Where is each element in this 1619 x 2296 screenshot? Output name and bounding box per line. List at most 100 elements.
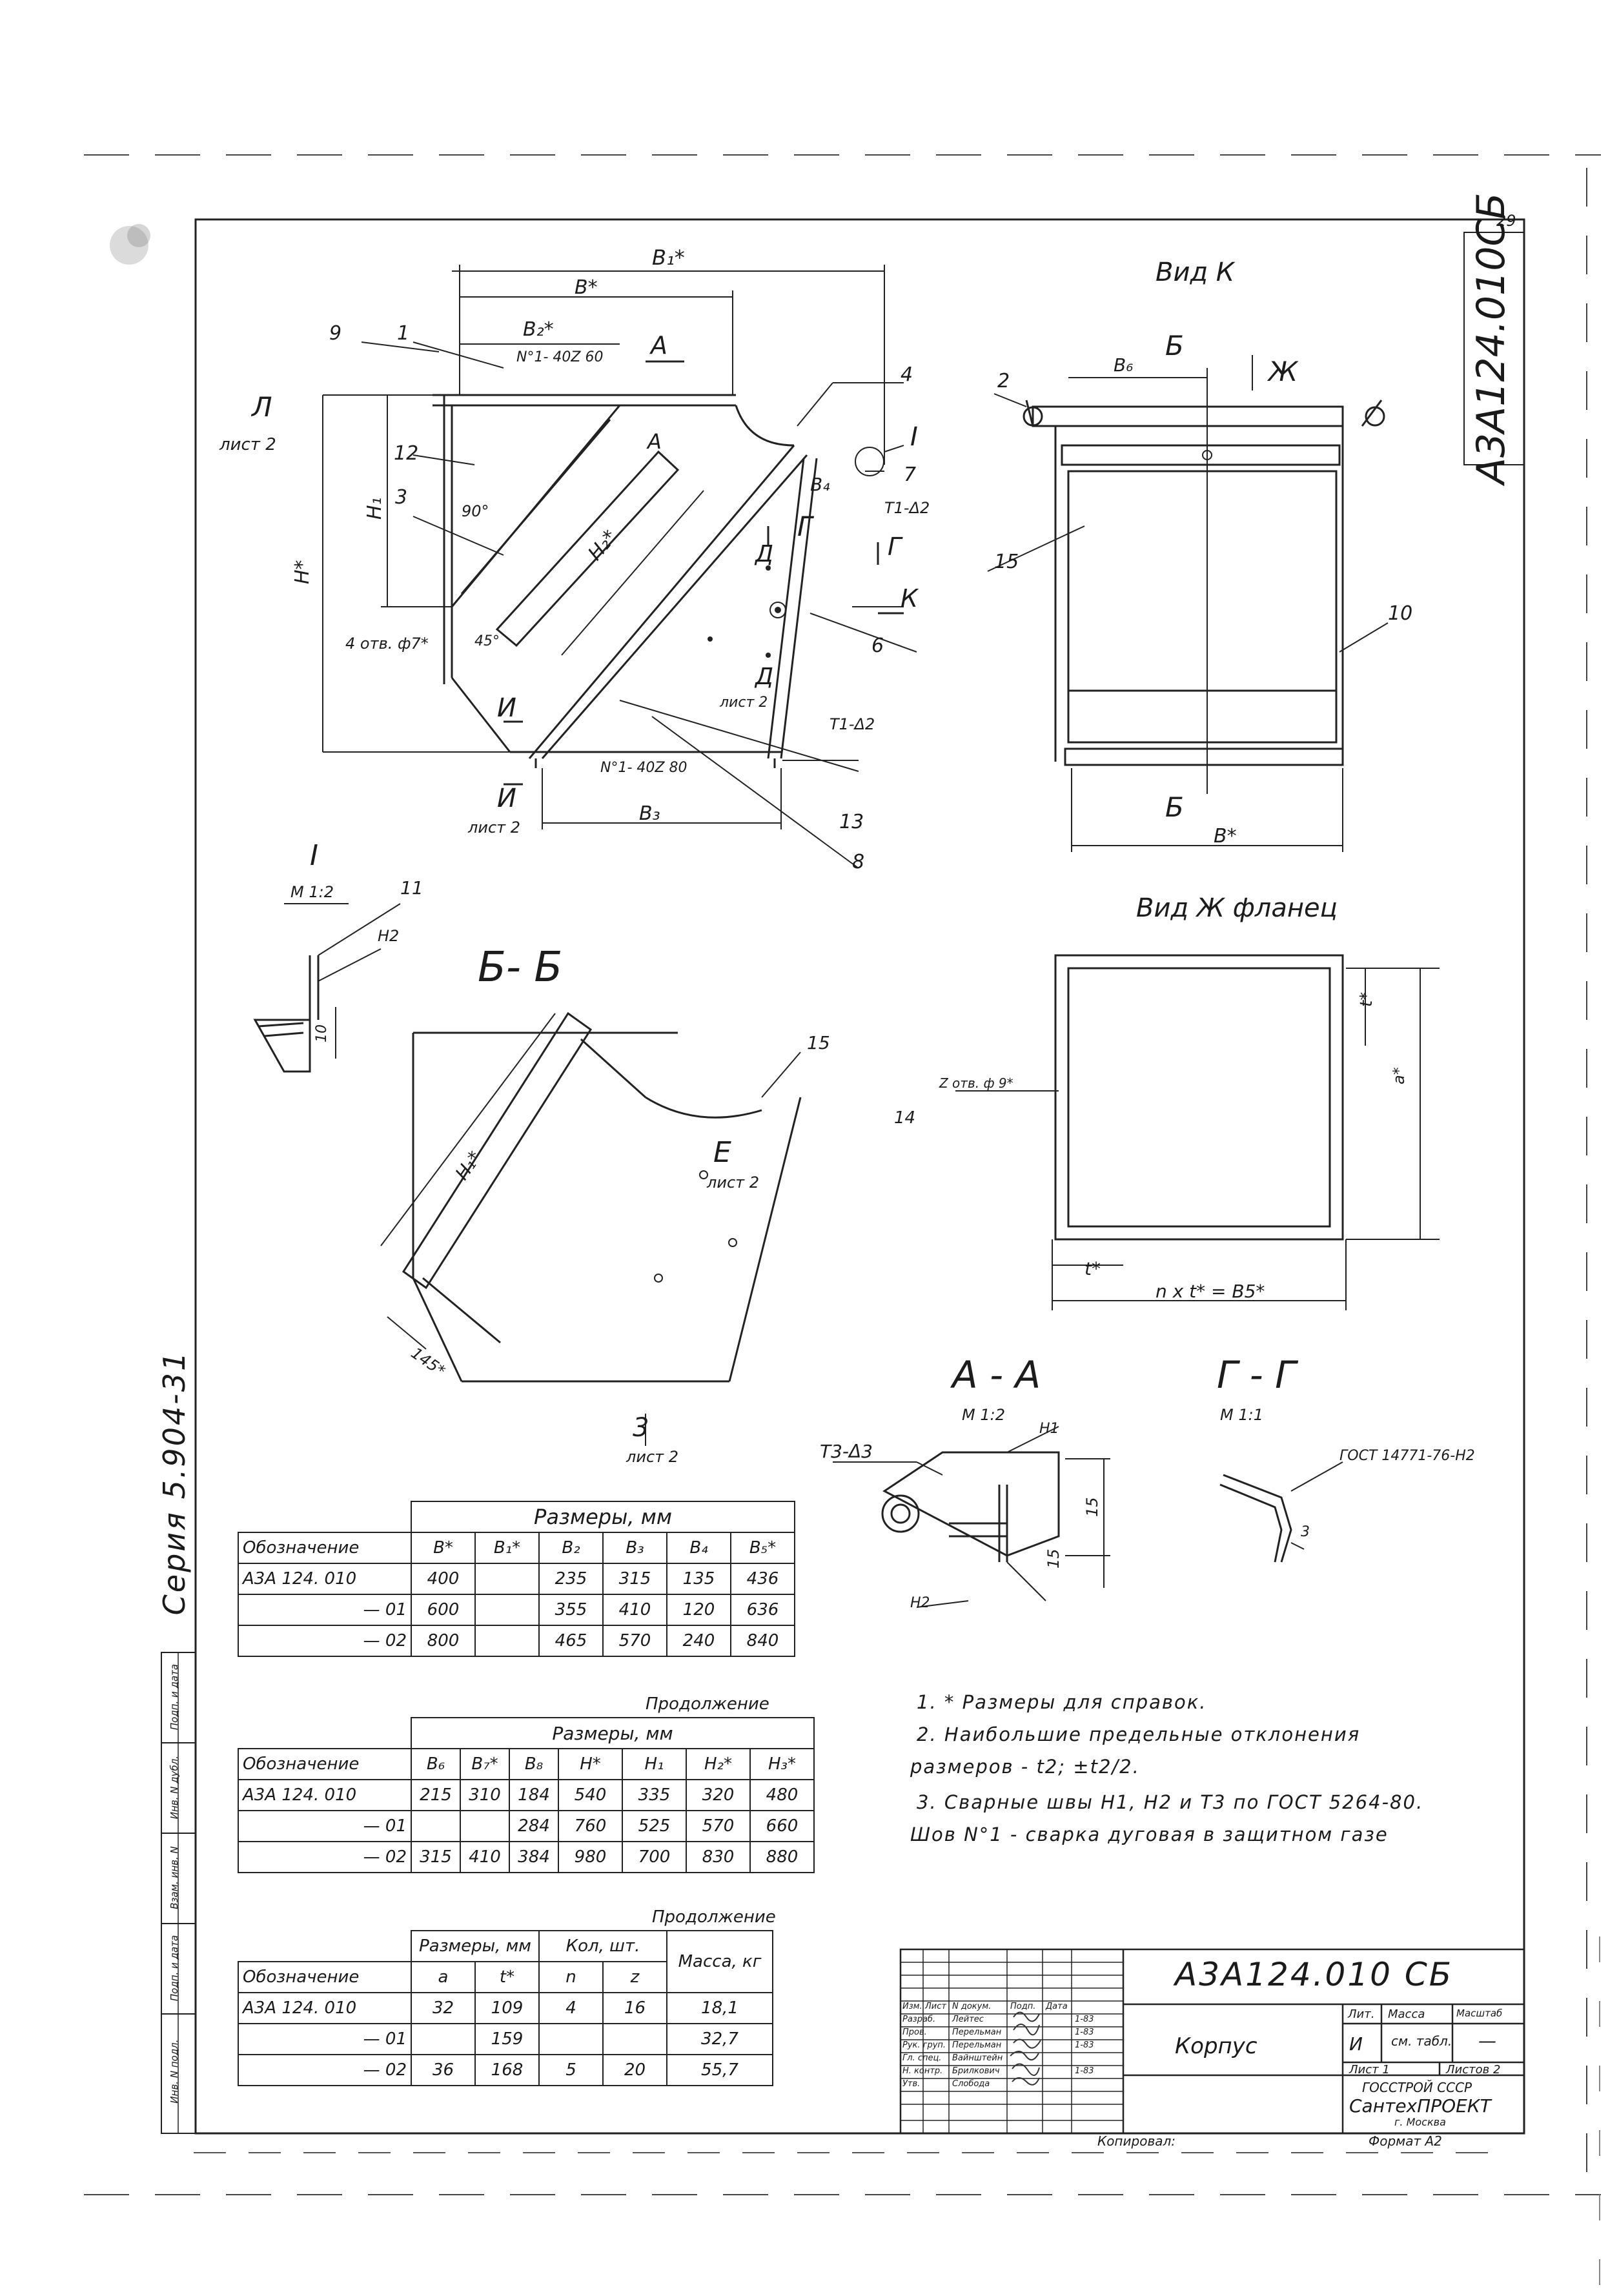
view-K-B-top: Б: [1165, 330, 1184, 361]
dim-H: H*: [291, 560, 314, 584]
pos-8: 8: [852, 851, 864, 873]
view-K-B6: B₆: [1114, 354, 1133, 376]
table1-col-3: B₂: [538, 1532, 604, 1564]
tb-role-2: Пров.: [902, 2027, 927, 2037]
tb-scale-value: —: [1478, 2030, 1496, 2051]
table3-col-4: z: [602, 1961, 667, 1993]
weld-bottom: N°1- 40Z 80: [600, 760, 687, 776]
tb-date-2: 1-83: [1075, 2027, 1094, 2037]
weld-T1b: T1-Δ2: [830, 715, 875, 733]
table3-col-3: n: [538, 1961, 604, 1993]
tb-scale-header: Масштаб: [1456, 2007, 1503, 2019]
dim-B2: B₂*: [523, 318, 554, 341]
detail-I-title: I: [310, 839, 318, 872]
table1-col-4: B₃: [602, 1532, 667, 1564]
table2-caption: Продолжение: [646, 1694, 769, 1714]
holes-label: 4 отв. ф7*: [345, 635, 429, 653]
table2-col-3: B₈: [509, 1748, 559, 1780]
table1-header-group: Размеры, мм: [411, 1501, 795, 1533]
tb-role-header-4: Дата: [1046, 2002, 1068, 2011]
tb-role-header-3: Подп.: [1010, 2002, 1036, 2011]
table3-col-2: t*: [474, 1961, 540, 1993]
sheet-ref-L-sub: лист 2: [219, 435, 276, 454]
view-K-Bstar: B*: [1214, 825, 1237, 848]
table3-col-0: Обозначение: [238, 1961, 412, 1993]
note-2: 2. Наибольшие предельные отклонения: [917, 1723, 1361, 1745]
section-AA-15b: 15: [1044, 1549, 1063, 1569]
sect-K: К: [901, 584, 919, 613]
table3-group-1: Размеры, мм: [411, 1930, 540, 1962]
tb-sheets: Листов 2: [1446, 2063, 1501, 2077]
table1-col-1: B*: [411, 1532, 476, 1564]
section-GG-scale: М 1:1: [1220, 1406, 1263, 1424]
detail-I-scale: М 1:2: [290, 883, 334, 901]
pos-12: 12: [394, 442, 418, 465]
tb-date-5: 1-83: [1075, 2066, 1094, 2076]
weld-top: N°1- 40Z 60: [516, 349, 603, 365]
section-AA-H2: Н2: [910, 1595, 930, 1611]
view-Zh-t-side: t*: [1357, 992, 1376, 1007]
table2-col-1: B₆: [411, 1748, 461, 1780]
section-GG-title: Г - Г: [1217, 1353, 1299, 1397]
pos-9: 9: [329, 322, 341, 345]
section-AA-title: А - А: [950, 1353, 1041, 1397]
section-BB-E-sub: лист 2: [706, 1173, 759, 1192]
view-Zh-title: Вид Ж фланец: [1136, 893, 1338, 923]
section-A-top: А: [649, 331, 667, 360]
section-BB-title: Б- Б: [478, 944, 562, 991]
tb-lit-header: Лит.: [1348, 2007, 1375, 2021]
section-AA-H1: Н1: [1039, 1421, 1059, 1437]
weld-T1a: T1-Δ2: [884, 499, 930, 517]
dimensions-table-2: Размеры, мм Обозначение B₆ B₇* B₈ H* H₁ …: [238, 1717, 815, 1873]
pos-1: 1: [397, 322, 409, 345]
sect-G: Г: [797, 511, 815, 542]
sect-G-2: Г: [888, 533, 903, 561]
view-Zh-t-bottom: t*: [1084, 1258, 1101, 1279]
tb-mass-header: Масса: [1388, 2007, 1425, 2021]
section-BB-3: 3: [633, 1413, 649, 1443]
sect-I-top: И: [497, 693, 516, 723]
angle-45: 45°: [474, 633, 500, 649]
section-AA-scale: М 1:2: [962, 1406, 1005, 1424]
table2-col-0: Обозначение: [238, 1748, 412, 1780]
pos-13: 13: [839, 811, 864, 833]
dim-B4: B₄: [810, 474, 830, 495]
tb-role-5: Н. контр.: [902, 2066, 943, 2076]
section-BB-3-sub: лист 2: [626, 1448, 678, 1466]
tb-person-3: Перельман: [952, 2040, 1002, 2050]
section-BB-pos-15: 15: [807, 1032, 830, 1053]
note-3: размеров - t2; ±t2/2.: [910, 1756, 1140, 1778]
table2-col-5: H₁: [622, 1748, 687, 1780]
table1-col-2: B₁*: [474, 1532, 540, 1564]
detail-I-pos-H2: Н2: [378, 927, 399, 945]
tb-date-1: 1-83: [1075, 2015, 1094, 2024]
title-designation: А3А124.010 СБ: [1175, 1956, 1454, 1993]
tb-person-4: Вайнштейн: [952, 2053, 1003, 2063]
tb-copied: Копировал:: [1097, 2133, 1176, 2149]
section-GG-gost: ГОСТ 14771-76-Н2: [1339, 1448, 1475, 1464]
angle-90: 90°: [462, 502, 489, 520]
section-BB-14: 14: [894, 1108, 915, 1128]
tb-role-4: Гл. спец.: [902, 2053, 942, 2063]
tb-role-6: Утв.: [902, 2079, 921, 2089]
tb-role-header-1: Лист: [925, 2002, 946, 2011]
table3-group-3: Масса, кг: [666, 1930, 773, 1993]
section-A-mid: А: [646, 429, 662, 454]
dim-B3: B₃: [639, 802, 660, 825]
table2-header-group: Размеры, мм: [411, 1717, 815, 1749]
tb-person-2: Перельман: [952, 2027, 1002, 2037]
tb-role-header-0: Изм.: [902, 2002, 922, 2011]
